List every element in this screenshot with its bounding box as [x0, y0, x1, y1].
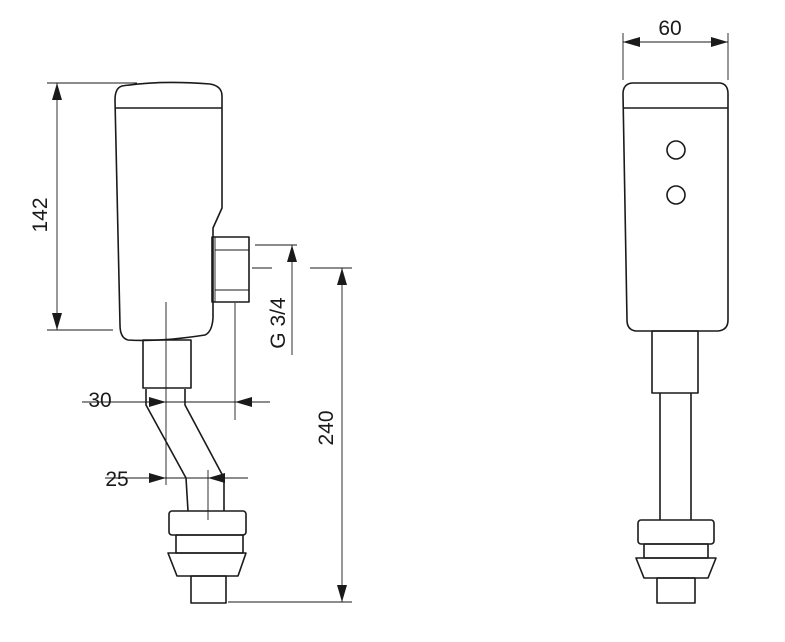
dim-thread: G 3/4 [252, 244, 297, 355]
dim-label-30: 30 [88, 389, 111, 412]
dim-label-142: 142 [29, 197, 52, 232]
dim-142: 142 [29, 82, 137, 331]
dim-25: 25 [105, 468, 248, 520]
dim-label-25: 25 [105, 468, 128, 491]
sensor-eye-icon [666, 140, 686, 160]
dim-240: 240 [228, 267, 352, 603]
dim-60: 60 [622, 17, 729, 80]
side-pipe-upper [142, 339, 192, 389]
front-pipe [659, 393, 692, 520]
side-body [114, 81, 223, 342]
dim-label-60: 60 [658, 17, 681, 40]
dim-label-thread: G 3/4 [267, 297, 290, 349]
side-bent-pipe [145, 389, 225, 512]
inlet-nut [211, 236, 250, 303]
front-view: 60 [622, 17, 729, 604]
dim-30: 30 [82, 303, 270, 420]
front-fitting [635, 519, 717, 604]
dim-label-240: 240 [315, 410, 338, 445]
side-view: 142 G 3/4 240 30 [29, 81, 352, 604]
sensor-eye-icon [666, 185, 686, 205]
front-pipe-upper [651, 330, 699, 394]
side-fitting [167, 510, 247, 604]
front-body [622, 82, 729, 332]
